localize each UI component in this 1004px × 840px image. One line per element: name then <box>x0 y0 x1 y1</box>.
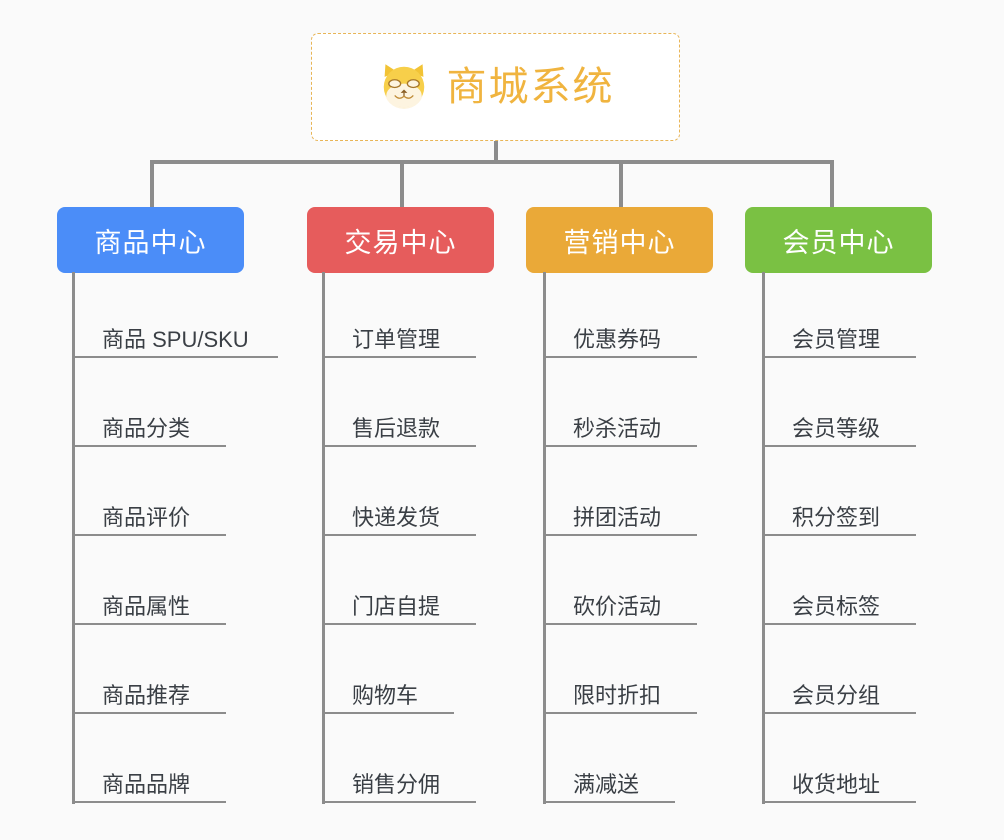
leaf-item-2-6[interactable]: 销售分佣 <box>322 757 476 803</box>
branch-header-label-1: 商品中心 <box>94 227 207 258</box>
leaf-item-3-1[interactable]: 优惠券码 <box>543 312 697 358</box>
leaf-label: 商品属性 <box>102 593 191 619</box>
leaf-label: 门店自提 <box>352 593 441 619</box>
leaf-label: 秒杀活动 <box>573 415 662 441</box>
branch-header-label-4: 会员中心 <box>782 227 895 258</box>
leaf-label: 优惠券码 <box>573 326 662 352</box>
leaf-item-2-3[interactable]: 快递发货 <box>322 490 476 536</box>
leaf-label: 拼团活动 <box>573 504 662 530</box>
leaf-label: 满减送 <box>573 771 640 797</box>
leaf-label: 砍价活动 <box>573 593 662 619</box>
leaf-label: 快递发货 <box>352 504 441 530</box>
leaf-item-4-4[interactable]: 会员标签 <box>762 579 916 625</box>
leaf-item-3-5[interactable]: 限时折扣 <box>543 668 697 714</box>
branch-trunk-3 <box>543 272 546 804</box>
horizontal-bus-connector <box>150 160 834 164</box>
root-node[interactable]: 商城系统 <box>311 33 680 141</box>
leaf-item-1-2[interactable]: 商品分类 <box>72 401 226 447</box>
branch-header-label-2: 交易中心 <box>344 227 457 258</box>
leaf-item-1-6[interactable]: 商品品牌 <box>72 757 226 803</box>
drop-connector-4 <box>830 160 834 207</box>
leaf-label: 商品品牌 <box>102 771 191 797</box>
leaf-label: 收货地址 <box>792 771 881 797</box>
leaf-label: 购物车 <box>352 682 419 708</box>
branch-header-label-3: 营销中心 <box>563 227 676 258</box>
leaf-item-2-1[interactable]: 订单管理 <box>322 312 476 358</box>
branch-trunk-1 <box>72 272 75 804</box>
leaf-label: 订单管理 <box>352 326 441 352</box>
leaf-label: 积分签到 <box>792 504 881 530</box>
leaf-item-3-4[interactable]: 砍价活动 <box>543 579 697 625</box>
branch-trunk-2 <box>322 272 325 804</box>
leaf-label: 商品推荐 <box>102 682 191 708</box>
leaf-item-2-5[interactable]: 购物车 <box>322 668 454 714</box>
drop-connector-2 <box>400 160 404 207</box>
leaf-item-3-6[interactable]: 满减送 <box>543 757 675 803</box>
leaf-label: 售后退款 <box>352 415 441 441</box>
drop-connector-3 <box>619 160 623 207</box>
leaf-label: 商品评价 <box>102 504 191 530</box>
leaf-item-3-3[interactable]: 拼团活动 <box>543 490 697 536</box>
leaf-item-2-2[interactable]: 售后退款 <box>322 401 476 447</box>
leaf-item-1-4[interactable]: 商品属性 <box>72 579 226 625</box>
leaf-item-1-5[interactable]: 商品推荐 <box>72 668 226 714</box>
drop-connector-1 <box>150 160 154 207</box>
root-title: 商城系统 <box>446 65 615 109</box>
branch-header-1[interactable]: 商品中心 <box>57 207 244 273</box>
branch-header-3[interactable]: 营销中心 <box>526 207 713 273</box>
leaf-label: 商品分类 <box>102 415 191 441</box>
leaf-label: 商品 SPU/SKU <box>102 326 249 352</box>
branch-header-4[interactable]: 会员中心 <box>745 207 932 273</box>
leaf-item-4-5[interactable]: 会员分组 <box>762 668 916 714</box>
leaf-label: 限时折扣 <box>573 682 662 708</box>
branch-header-2[interactable]: 交易中心 <box>307 207 494 273</box>
shiba-inu-icon <box>383 64 424 109</box>
leaf-item-2-4[interactable]: 门店自提 <box>322 579 476 625</box>
leaf-label: 会员管理 <box>792 326 881 352</box>
leaf-label: 会员分组 <box>792 682 881 708</box>
root-stem-connector <box>494 141 498 164</box>
leaf-label: 销售分佣 <box>352 771 441 797</box>
leaf-item-1-1[interactable]: 商品 SPU/SKU <box>72 312 278 358</box>
leaf-item-4-6[interactable]: 收货地址 <box>762 757 916 803</box>
leaf-label: 会员等级 <box>792 415 881 441</box>
leaf-item-4-1[interactable]: 会员管理 <box>762 312 916 358</box>
leaf-item-4-2[interactable]: 会员等级 <box>762 401 916 447</box>
leaf-label: 会员标签 <box>792 593 881 619</box>
branch-trunk-4 <box>762 272 765 804</box>
leaf-item-1-3[interactable]: 商品评价 <box>72 490 226 536</box>
leaf-item-3-2[interactable]: 秒杀活动 <box>543 401 697 447</box>
leaf-item-4-3[interactable]: 积分签到 <box>762 490 916 536</box>
